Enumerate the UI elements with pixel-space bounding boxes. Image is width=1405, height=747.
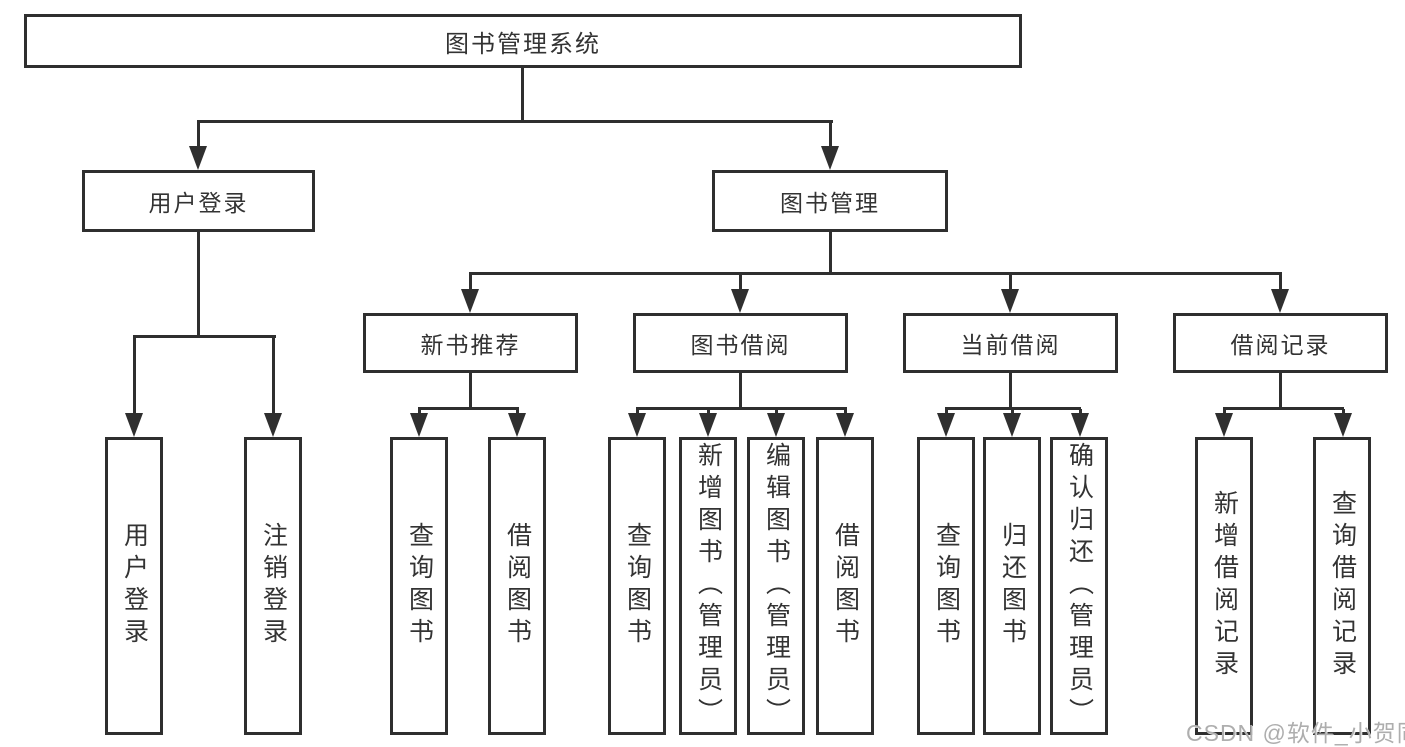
node-book-management-label: 图书管理	[780, 190, 880, 216]
arrow-down-icon	[821, 146, 839, 170]
connector-drop	[829, 122, 832, 152]
node-user-login-label: 用户登录	[148, 190, 249, 216]
leaf-label: 查询图书	[623, 522, 652, 650]
arrow-down-icon	[1001, 289, 1019, 313]
arrow-down-icon	[508, 413, 526, 437]
arrow-down-icon	[1003, 413, 1021, 437]
leaf-label: 注销登录	[259, 522, 288, 650]
connector-bar	[418, 407, 519, 410]
node-root-label: 图书管理系统	[445, 30, 601, 58]
node-current-borrowing-label: 当前借阅	[960, 332, 1061, 358]
leaf-edit-books-admin: 编辑图书（管理员）	[747, 437, 805, 735]
connector-drop	[197, 122, 200, 152]
leaf-label: 新增借阅记录	[1210, 490, 1239, 682]
arrow-down-icon	[1334, 413, 1352, 437]
arrow-down-icon	[1071, 413, 1089, 437]
leaf-label: 确认归还（管理员）	[1065, 442, 1094, 730]
arrow-down-icon	[189, 146, 207, 170]
leaf-label: 借阅图书	[831, 522, 860, 650]
connector-root-bar	[197, 120, 833, 123]
leaf-borrow-books: 借阅图书	[488, 437, 546, 735]
connector-userlogin-stem	[197, 232, 200, 338]
arrow-down-icon	[767, 413, 785, 437]
connector-root-stem	[521, 68, 524, 123]
leaf-query-books: 查询图书	[390, 437, 448, 735]
node-new-book-recommend-label: 新书推荐	[420, 332, 521, 358]
connector-stem	[469, 373, 472, 410]
node-root: 图书管理系统	[24, 14, 1022, 68]
leaf-logout: 注销登录	[244, 437, 302, 735]
arrow-down-icon	[125, 413, 143, 437]
arrow-down-icon	[836, 413, 854, 437]
leaf-label: 归还图书	[998, 522, 1027, 650]
connector-stem	[1009, 373, 1012, 410]
connector-bookmgmt-stem	[829, 232, 832, 275]
connector-userlogin-bar	[133, 335, 276, 338]
leaf-label: 查询图书	[405, 522, 434, 650]
arrow-down-icon	[410, 413, 428, 437]
arrow-down-icon	[461, 289, 479, 313]
connector-drop	[272, 337, 275, 417]
leaf-label: 新增图书（管理员）	[694, 442, 723, 730]
node-book-borrowing-label: 图书借阅	[690, 332, 791, 358]
arrow-down-icon	[1215, 413, 1233, 437]
leaf-confirm-return-admin: 确认归还（管理员）	[1050, 437, 1108, 735]
node-user-login: 用户登录	[82, 170, 315, 232]
connector-stem	[739, 373, 742, 410]
connector-drop	[1009, 274, 1012, 294]
connector-drop	[469, 274, 472, 294]
connector-drop	[739, 274, 742, 294]
connector-drop	[1279, 274, 1282, 294]
node-borrowing-records: 借阅记录	[1173, 313, 1388, 373]
leaf-label: 查询借阅记录	[1328, 490, 1357, 682]
connector-bar	[636, 407, 847, 410]
connector-bar	[1223, 407, 1344, 410]
connector-stem	[1279, 373, 1282, 410]
leaf-return-books: 归还图书	[983, 437, 1041, 735]
leaf-label: 查询图书	[932, 522, 961, 650]
leaf-label: 用户登录	[120, 522, 149, 650]
connector-bar	[945, 407, 1081, 410]
arrow-down-icon	[731, 289, 749, 313]
arrow-down-icon	[628, 413, 646, 437]
arrow-down-icon	[264, 413, 282, 437]
leaf-add-borrow-record: 新增借阅记录	[1195, 437, 1253, 735]
arrow-down-icon	[1271, 289, 1289, 313]
leaf-user-login: 用户登录	[105, 437, 163, 735]
arrow-down-icon	[937, 413, 955, 437]
leaf-query-books: 查询图书	[917, 437, 975, 735]
leaf-label: 编辑图书（管理员）	[762, 442, 791, 730]
node-book-borrowing: 图书借阅	[633, 313, 848, 373]
connector-drop	[133, 337, 136, 417]
node-current-borrowing: 当前借阅	[903, 313, 1118, 373]
leaf-query-books: 查询图书	[608, 437, 666, 735]
node-new-book-recommend: 新书推荐	[363, 313, 578, 373]
arrow-down-icon	[699, 413, 717, 437]
leaf-borrow-books: 借阅图书	[816, 437, 874, 735]
node-book-management: 图书管理	[712, 170, 948, 232]
node-borrowing-records-label: 借阅记录	[1230, 332, 1331, 358]
connector-bookmgmt-bar	[469, 272, 1282, 275]
leaf-label: 借阅图书	[503, 522, 532, 650]
csdn-watermark: CSDN @软件_小贺同学	[1186, 720, 1405, 746]
leaf-query-borrow-record: 查询借阅记录	[1313, 437, 1371, 735]
leaf-add-books-admin: 新增图书（管理员）	[679, 437, 737, 735]
